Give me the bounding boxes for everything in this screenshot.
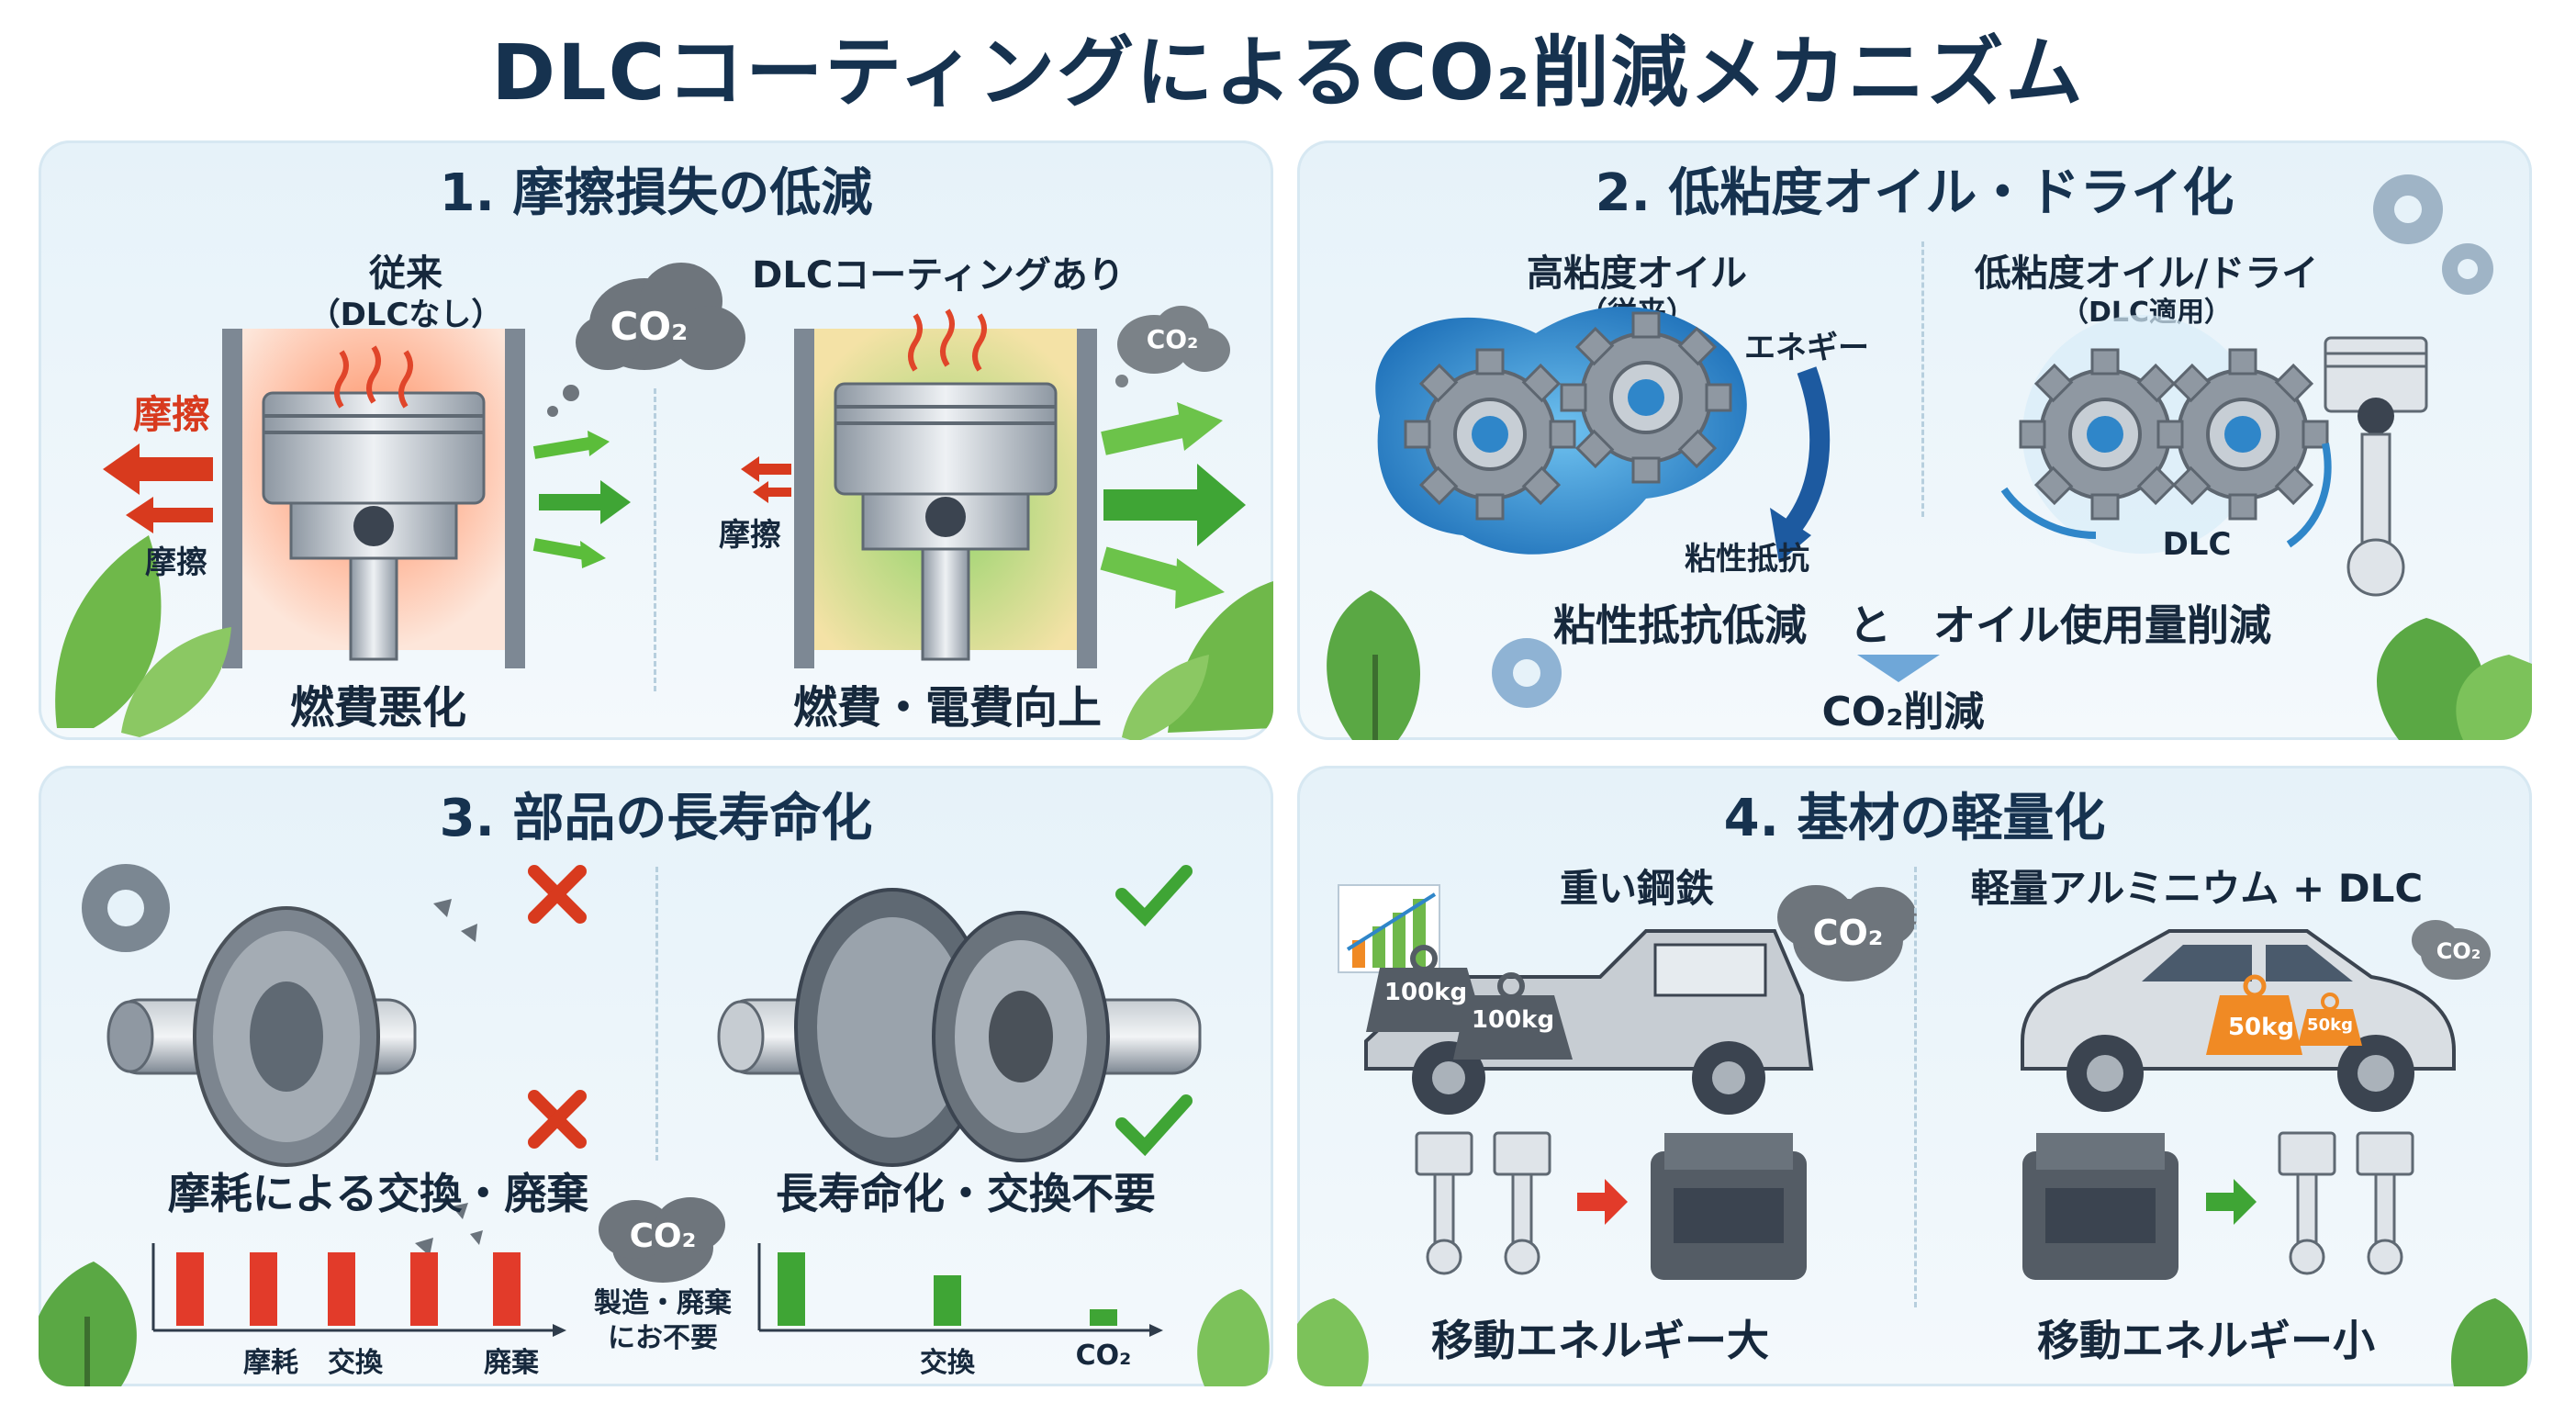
rising-chart-icon: [1338, 884, 1440, 973]
steel-engine: [1651, 1133, 1807, 1280]
dlc-piston: [794, 308, 1097, 668]
main-title: DLCコーティングによるCO₂削減メカニズム: [491, 28, 2085, 118]
weight-label-4: 50kg: [2307, 1015, 2353, 1035]
high-energy-caption: 移動エネルギー大: [1431, 1316, 1769, 1365]
axis-label-wear: 摩耗: [243, 1347, 298, 1379]
co2-cloud-large: [1777, 885, 1917, 981]
steel-pistons: [1415, 1131, 1551, 1275]
replacement-bars: [151, 1243, 566, 1337]
panel1-divider: [654, 388, 656, 691]
panel3-illustration: [39, 864, 1270, 1386]
co2-cloud-text: CO₂: [629, 1217, 697, 1255]
gear-dlc-right-icon: [2156, 348, 2329, 521]
co2-cloud-large: [547, 263, 745, 417]
panel2-divider: [1921, 241, 1924, 517]
fail-marks: [528, 865, 587, 1149]
aluminum-vehicle: [2021, 929, 2456, 1112]
co2-cloud-small: [2412, 920, 2491, 980]
panel3-divider: [655, 867, 658, 1161]
worn-gear: [106, 906, 417, 1167]
panel-low-viscosity: 2. 低粘度オイル・ドライ化 高粘度オイル （従来） 低粘度オイル/ドライ （D…: [1297, 140, 2532, 740]
panel-title: 4. 基材の軽量化: [1723, 789, 2106, 848]
success-marks: [1115, 865, 1193, 1157]
durable-gears: [717, 888, 1202, 1167]
axis-label-replace: 交換: [328, 1347, 383, 1379]
co2-left-text: CO₂: [1812, 913, 1884, 953]
weight-label-2: 100kg: [1471, 1006, 1555, 1034]
panel-title: 1. 摩擦損失の低減: [439, 163, 873, 223]
axis-label-dispose: 廃棄: [484, 1347, 539, 1379]
low-viscosity-label: 低粘度オイル/ドライ: [1974, 252, 2319, 295]
weight-label-1: 100kg: [1383, 979, 1468, 1006]
viscous-resistance-label: 粘性抵抗: [1685, 541, 1809, 578]
wear-caption: 摩耗による交換・廃棄: [167, 1169, 589, 1218]
axis-label-co2: CO₂: [1075, 1340, 1132, 1372]
piston-icon: [2324, 336, 2428, 597]
friction-large-label: 摩擦: [132, 392, 210, 437]
friction-dlc-label: 摩擦: [719, 517, 781, 554]
panel-lightweight: 4. 基材の軽量化 重い鋼鉄 軽量アルミニウム + DLC: [1297, 766, 2532, 1386]
co2-note: 製造・廃棄 にお不要: [594, 1287, 732, 1354]
friction-small-label: 摩擦: [145, 544, 207, 581]
gear-medium-icon: [1560, 311, 1732, 484]
fuel-worse-caption: 燃費悪化: [289, 682, 466, 734]
co2-cloud-small: [1115, 306, 1230, 387]
panel2-illustration: [1327, 174, 2532, 740]
co2-cloud: [599, 1197, 725, 1283]
conventional-label: 従来: [369, 252, 442, 295]
conventional-piston: [222, 329, 525, 668]
co2-large-text: CO₂: [610, 304, 689, 349]
panel1-illustration: [55, 263, 1273, 740]
weight-label-3: 50kg: [2227, 1014, 2295, 1041]
gear-large-icon: [1404, 348, 1576, 521]
deco-gears-icon: [2373, 174, 2493, 295]
aluminum-engine: [2022, 1133, 2178, 1280]
aluminum-label: 軽量アルミニウム + DLC: [1970, 866, 2424, 911]
co2-right-text: CO₂: [2436, 938, 2481, 964]
co2-small-text: CO₂: [1146, 324, 1199, 354]
long-life-bars: [757, 1243, 1163, 1337]
low-energy-caption: 移動エネルギー小: [2037, 1316, 2375, 1365]
steel-vehicle: [1364, 929, 1814, 1115]
panel-title: 3. 部品の長寿命化: [439, 789, 873, 848]
steel-label: 重い鋼鉄: [1559, 866, 1714, 911]
panel-long-life: 3. 部品の長寿命化: [39, 766, 1273, 1386]
result-line: 粘性抵抗低減 と オイル使用量削減: [1553, 600, 2271, 650]
energy-label: エネギー: [1744, 330, 1869, 366]
conventional-sublabel: （DLCなし）: [308, 297, 503, 333]
aluminum-pistons: [2278, 1131, 2414, 1275]
dlc-gear-label: DLC: [2162, 526, 2232, 563]
deco-gear-icon: [82, 864, 170, 952]
long-life-caption: 長寿命化・交換不要: [776, 1169, 1156, 1218]
axis-label-replace-right: 交換: [920, 1347, 975, 1379]
panel4-divider: [1914, 867, 1917, 1307]
panel-friction: 1. 摩擦損失の低減 従来 （DLCなし） DLCコーティングあり: [39, 140, 1273, 740]
panel4-illustration: [1297, 884, 2528, 1386]
dlc-label: DLCコーティングあり: [752, 254, 1125, 297]
panel-title: 2. 低粘度オイル・ドライ化: [1595, 163, 2234, 223]
fuel-better-caption: 燃費・電費向上: [792, 682, 1102, 734]
co2-reduction-label: CO₂削減: [1821, 689, 1985, 735]
high-viscosity-label: 高粘度オイル: [1527, 252, 1747, 295]
